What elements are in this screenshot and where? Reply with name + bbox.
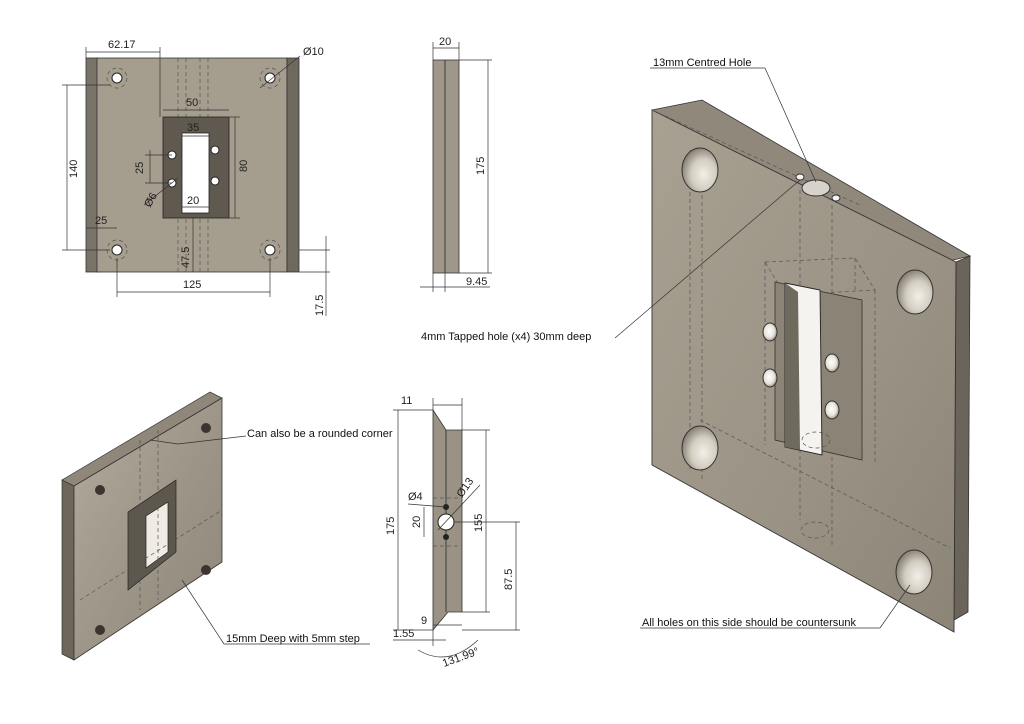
dim-side-thickness: 20 [439, 36, 451, 48]
dim-section-hole-spacing: 20 [411, 516, 423, 528]
iso-small-hole [201, 565, 211, 575]
dim-front-pocket-width: 50 [186, 97, 198, 109]
iso-large-countersunk-hole [681, 147, 719, 193]
front-plate-left-flange [85, 57, 99, 273]
large-isometric-view [614, 67, 972, 633]
iso-large-centred-hole [801, 179, 831, 197]
dim-front-slot-width: 35 [187, 122, 199, 134]
small-isometric-view [61, 391, 370, 661]
dim-side-step: 9.45 [466, 276, 487, 288]
dim-front-tap-spacing: 25 [134, 162, 146, 174]
iso-small-slot [145, 501, 169, 569]
front-slot [181, 132, 210, 214]
dim-section-bottom-thickness: 9 [421, 615, 427, 627]
dim-front-hole-dia: Ø10 [303, 46, 324, 58]
dim-side-height: 175 [475, 157, 487, 175]
iso-large-tap-hole [824, 353, 840, 373]
side-view: 20 175 9.45 [420, 36, 492, 292]
front-plate-right-flange [286, 57, 300, 273]
section-view: 11 175 Ø4 Ø13 20 155 87.5 9 1.55 131.99° [385, 395, 520, 670]
iso-large-countersunk-hole [896, 269, 934, 315]
dim-section-height: 175 [385, 517, 397, 535]
iso-large-countersunk-hole [681, 425, 719, 471]
iso-small-hole [95, 485, 105, 495]
dim-section-inner-height: 155 [473, 514, 485, 532]
dim-section-small-hole: Ø4 [408, 491, 423, 503]
iso-large-slot-wall [785, 283, 800, 450]
front-tap-hole [210, 145, 220, 155]
iso-small-hole [201, 423, 211, 433]
side-plate [432, 59, 460, 274]
note-deep-step: 15mm Deep with 5mm step [226, 633, 360, 645]
section-small-hole [443, 534, 449, 540]
front-corner-hole [106, 67, 128, 89]
front-corner-hole [259, 239, 281, 261]
iso-large-tap-hole [762, 368, 778, 388]
iso-large-countersunk-hole [895, 549, 933, 595]
front-corner-hole [259, 67, 281, 89]
dim-front-bottom-offset: 17.5 [314, 295, 326, 316]
iso-large-tap-hole [824, 400, 840, 420]
dim-section-angle: 131.99° [441, 646, 481, 670]
front-tap-hole [210, 176, 220, 186]
iso-small-side [61, 473, 75, 661]
dim-section-edge: 1.55 [393, 628, 414, 640]
dim-front-slot-offset: 47.5 [180, 247, 192, 268]
note-tapped-hole: 4mm Tapped hole (x4) 30mm deep [421, 331, 591, 343]
iso-large-top-small-hole [795, 173, 805, 181]
iso-small-hole [95, 625, 105, 635]
iso-large-top-small-hole [831, 194, 841, 202]
dim-front-slot-bottom: 20 [187, 195, 199, 207]
note-centred-hole: 13mm Centred Hole [653, 57, 751, 69]
dim-section-top-thickness: 11 [401, 395, 412, 407]
dim-front-slot-height: 80 [238, 160, 250, 172]
dim-section-center-height: 87.5 [503, 569, 515, 590]
dim-front-hole-inset: 25 [95, 215, 107, 227]
note-rounded-corner: Can also be a rounded corner [247, 428, 393, 440]
front-view: 62.17 Ø10 50 35 80 25 Ø6 20 140 25 47.5 … [62, 39, 330, 316]
dim-front-width-offset: 62.17 [108, 39, 136, 51]
iso-large-tap-hole [762, 322, 778, 342]
dim-front-hole-spacing: 125 [183, 279, 201, 291]
note-countersunk: All holes on this side should be counter… [642, 617, 857, 629]
dim-front-height: 140 [68, 160, 80, 178]
iso-large-right-edge [953, 255, 971, 621]
